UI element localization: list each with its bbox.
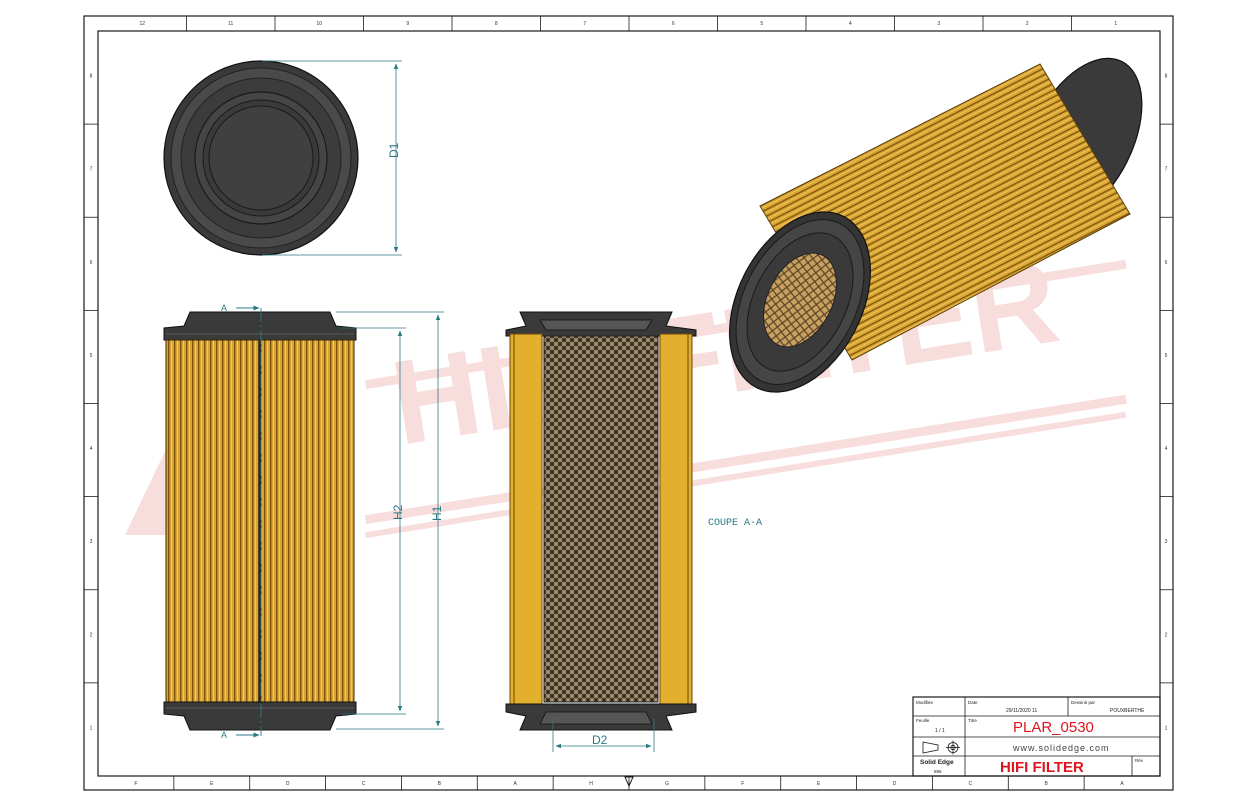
top-view: [163, 60, 359, 256]
tb-drawn-by-label: Dessiné par: [1071, 700, 1096, 705]
border-zone-label-top: 7: [583, 21, 586, 27]
section-view: [505, 311, 697, 731]
projection-symbol-icon: [922, 740, 960, 755]
tb-modif-label: Modifiée: [916, 700, 934, 705]
border-zone-label-top: 2: [1026, 21, 1029, 27]
border-zone-label-right: 2: [1165, 632, 1168, 638]
border-zone-label-bottom: A: [1120, 781, 1124, 787]
border-zone-label-right: 7: [1165, 167, 1168, 173]
border-zone-label-bottom: A: [514, 781, 518, 787]
dimension-d2: [552, 718, 655, 752]
border-zone-label-left: 3: [90, 539, 93, 545]
border-zone-label-right: 6: [1165, 260, 1168, 266]
border-zone-label-top: 11: [228, 21, 233, 27]
title-block: [912, 696, 1161, 777]
tb-sheet-value: 1 / 1: [935, 728, 945, 734]
border-zone-label-bottom: F: [134, 781, 137, 787]
border-zone-label-bottom: D: [893, 781, 897, 787]
tb-company: HIFI FILTER: [1000, 759, 1084, 776]
border-zone-label-right: 3: [1165, 539, 1168, 545]
section-marker-top: A: [221, 303, 227, 313]
tb-website: www.solidedge.com: [1012, 743, 1110, 753]
section-label: COUPE A-A: [708, 518, 762, 529]
border-zone-label-top: 5: [760, 21, 763, 27]
dimension-d1: [262, 60, 402, 256]
border-zone-label-top: 4: [849, 21, 852, 27]
dimension-h1-label: H1: [430, 505, 444, 521]
dimension-h2: [342, 327, 406, 715]
tb-drawn-by-value: POUXBERTHE: [1110, 708, 1145, 714]
tb-revision-label: Rév: [1135, 758, 1144, 763]
tb-date-value: 29/11/2020 11: [1006, 708, 1037, 714]
tb-part-number: PLAR_0530: [1013, 719, 1094, 736]
section-line-a: [236, 305, 262, 738]
tb-sheet-label: Feuille: [916, 718, 930, 723]
border-zone-label-top: 1: [1114, 21, 1117, 27]
dimension-h2-label: H2: [391, 504, 405, 520]
dimension-d2-label: D2: [592, 733, 608, 747]
dimension-d1-label: D1: [387, 142, 401, 158]
border-zone-label-top: 10: [316, 21, 322, 27]
border-zone-label-top: 8: [495, 21, 498, 27]
border-zone-label-bottom: H: [589, 781, 593, 787]
border-zone-label-left: 8: [90, 74, 93, 80]
border-zone-label-left: 4: [90, 446, 93, 452]
border-zone-label-left: 7: [90, 167, 93, 173]
front-view: [163, 311, 357, 731]
border-zone-label-left: 2: [90, 632, 93, 638]
isometric-view: [729, 57, 1143, 393]
border-zone-label-right: 5: [1165, 353, 1168, 359]
border-zone-label-right: 4: [1165, 446, 1168, 452]
border-zone-label-top: 6: [672, 21, 675, 27]
border-zone-label-bottom: C: [969, 781, 973, 787]
tb-scale: 886: [934, 769, 942, 774]
border-zone-label-top: 9: [406, 21, 409, 27]
border-zone-label-bottom: F: [741, 781, 744, 787]
border-zone-label-bottom: B: [1045, 781, 1049, 787]
center-mark-icon: [624, 776, 634, 788]
border-zone-label-left: 6: [90, 260, 93, 266]
border-zone-label-bottom: E: [210, 781, 214, 787]
border-zone-label-bottom: D: [286, 781, 290, 787]
dimension-h1: [336, 311, 444, 730]
border-zone-label-top: 12: [139, 21, 145, 27]
border-zone-label-right: 8: [1165, 74, 1168, 80]
border-zone-label-bottom: B: [438, 781, 442, 787]
border-zone-label-bottom: C: [362, 781, 366, 787]
border-zone-label-bottom: G: [665, 781, 669, 787]
border-zone-label-right: 1: [1165, 725, 1168, 731]
border-zone-label-left: 1: [90, 725, 93, 731]
border-zone-label-top: 3: [937, 21, 940, 27]
section-marker-bottom: A: [221, 730, 227, 740]
border-zone-label-bottom: E: [817, 781, 821, 787]
border-zone-label-left: 5: [90, 353, 93, 359]
tb-date-label: Date: [968, 700, 978, 705]
tb-software: Solid Edge: [920, 759, 954, 766]
tb-title-label: Titre: [968, 718, 977, 723]
